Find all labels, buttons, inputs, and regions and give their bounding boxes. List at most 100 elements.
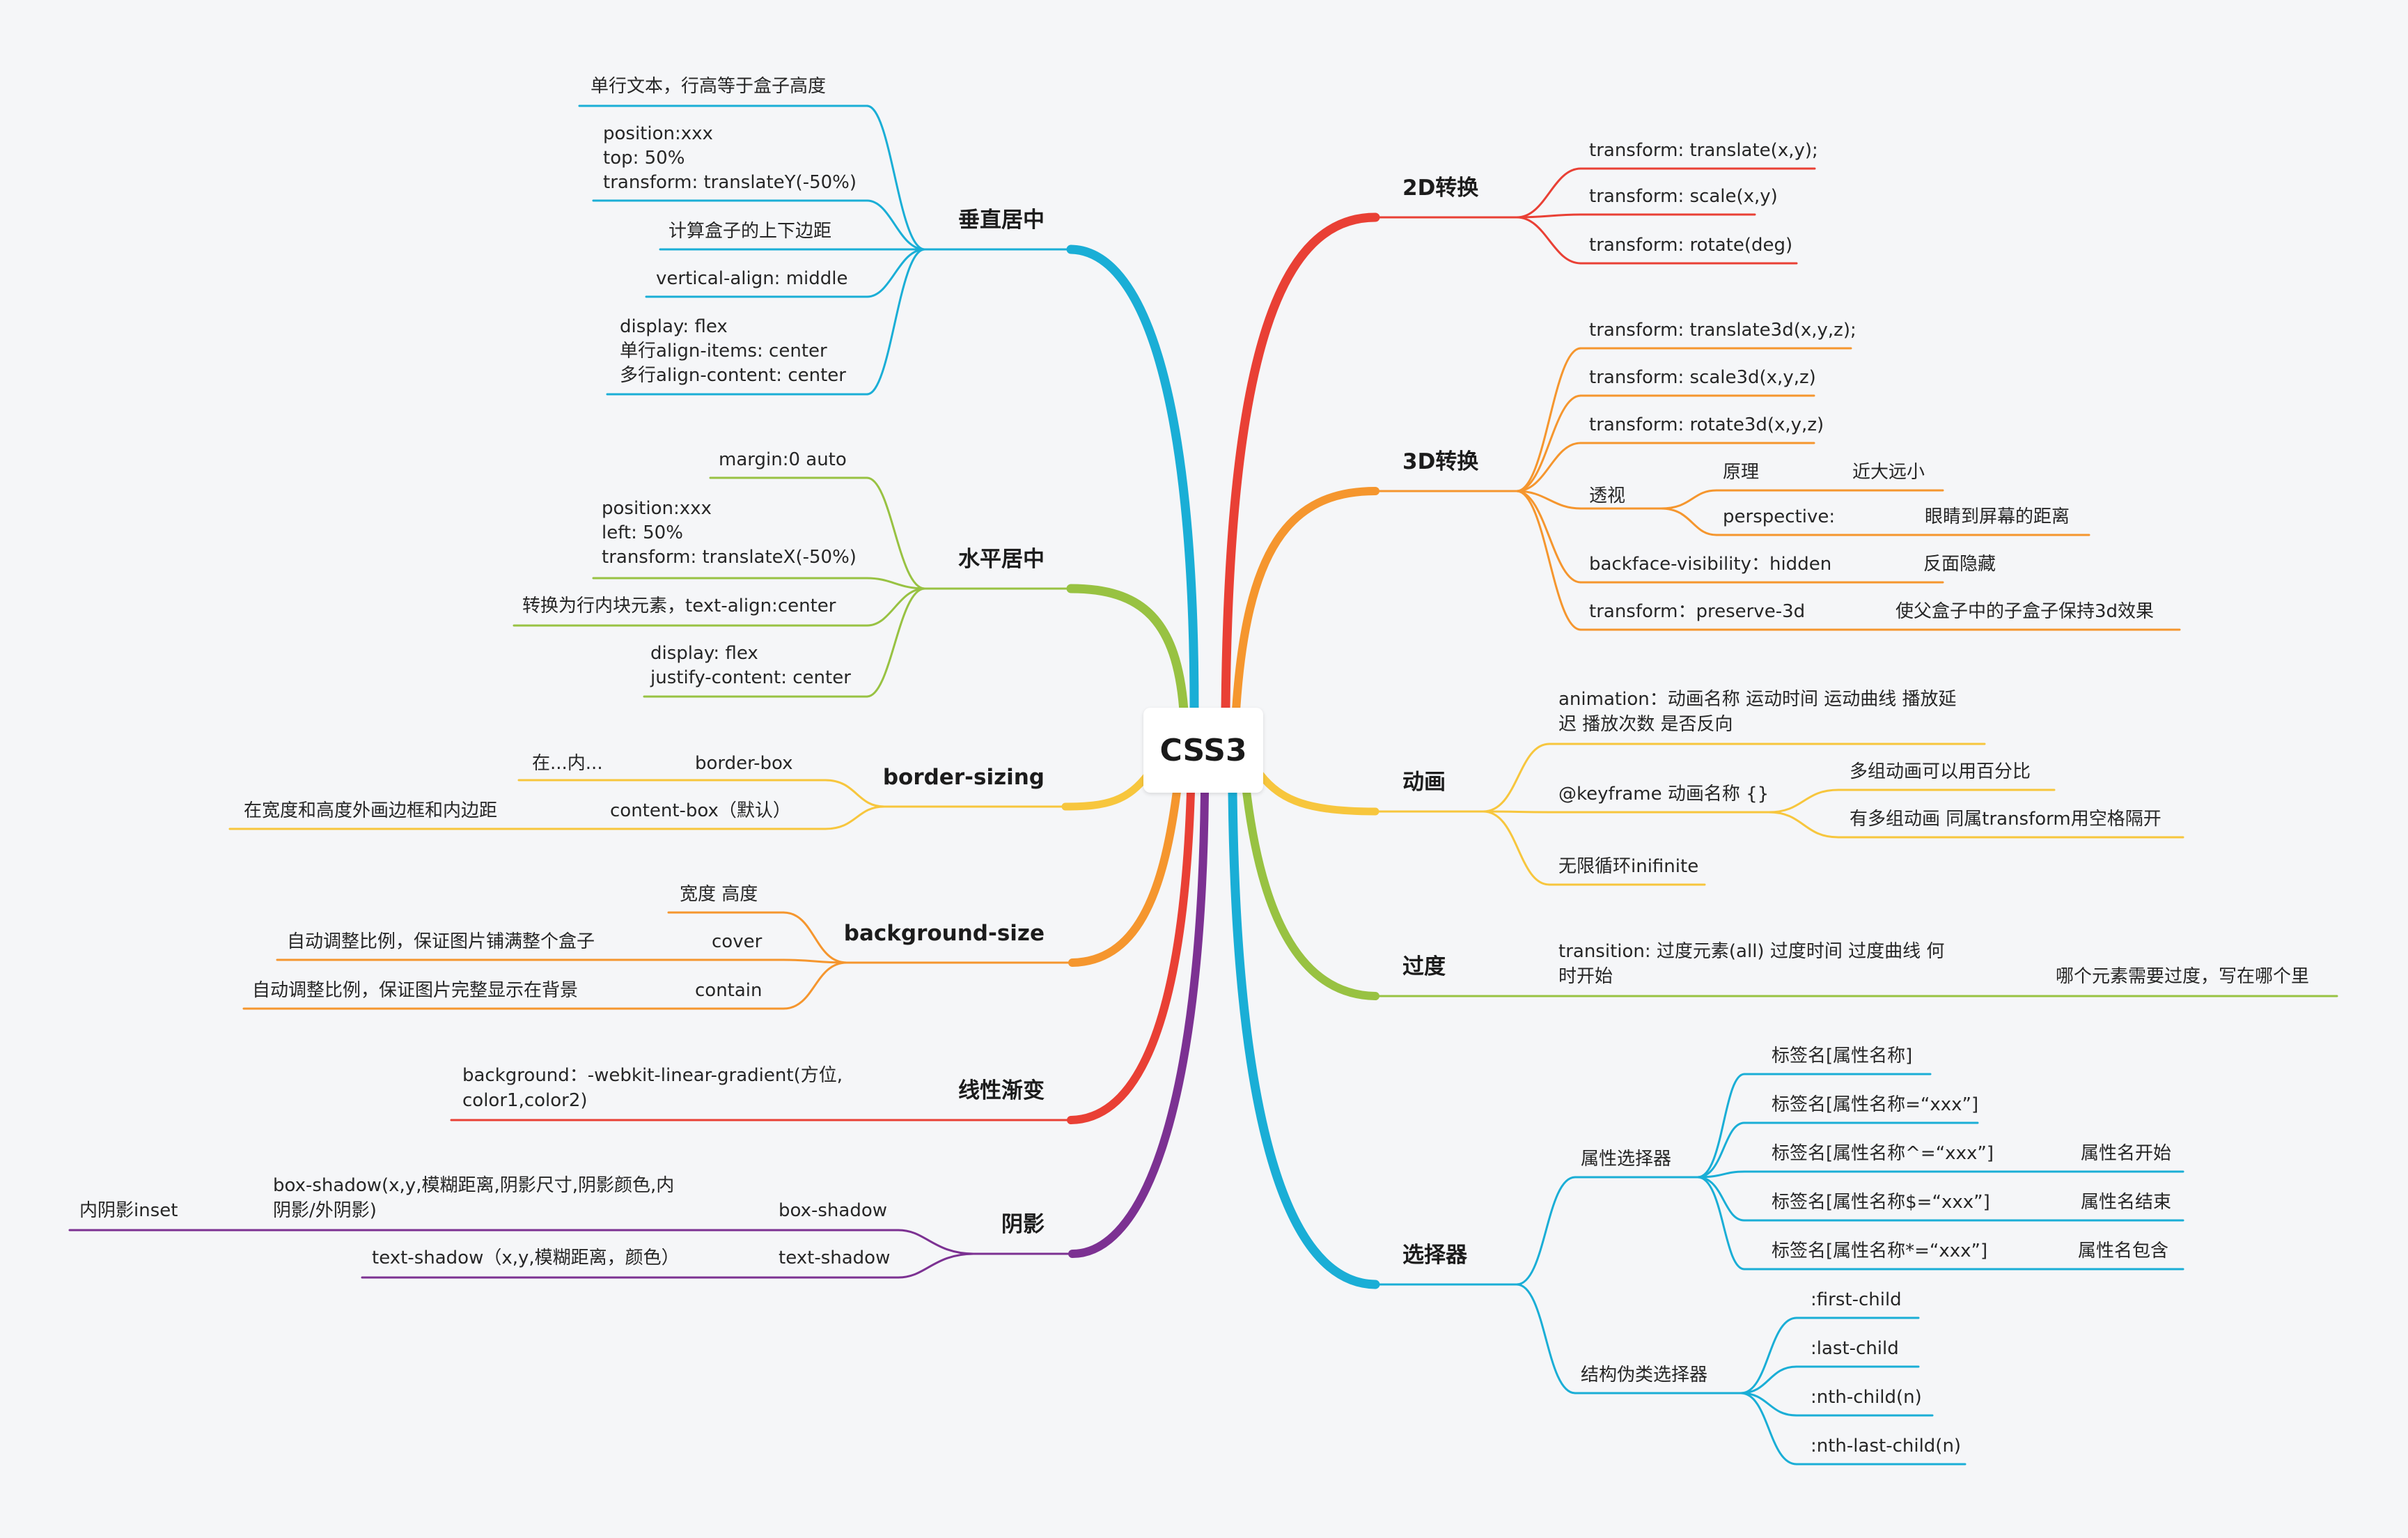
leaf-preserve-3d: transform：preserve-3d xyxy=(1589,601,1805,622)
leaf-attr-2: 标签名[属性名称=“xxx”] xyxy=(1772,1094,1978,1115)
leaf-gradient-line2: color1,color2) xyxy=(462,1090,588,1111)
branch-shadow xyxy=(1068,787,1209,1258)
leaf-attr-selector: 属性选择器 xyxy=(1581,1149,1671,1170)
leaf-struct-selector: 结构伪类选择器 xyxy=(1581,1365,1707,1385)
leaf-margin-calc: 计算盒子的上下边距 xyxy=(669,221,831,242)
leaf-attr-5: 标签名[属性名称*=“xxx”] xyxy=(1772,1241,1987,1261)
shadow-connectors xyxy=(68,1229,976,1279)
bsizing-leaves: border-box 在...内... content-box（默认） 在宽度和… xyxy=(244,753,793,821)
leaf-backface-value: 反面隐藏 xyxy=(1923,554,1996,575)
anim-leaves: animation：动画名称 运动时间 运动曲线 播放延 迟 播放次数 是否反向… xyxy=(1558,689,2161,877)
leaf-preserve-3d-value: 使父盒子中的子盒子保持3d效果 xyxy=(1895,601,2154,622)
leaf-inline-block: 转换为行内块元素，text-align:center xyxy=(522,596,836,616)
vcenter-leaves: 单行文本，行高等于盒子高度 position:xxx top: 50% tran… xyxy=(591,76,857,386)
leaf-content-box: content-box（默认） xyxy=(610,800,791,821)
t2d-leaves: transform: translate(x,y); transform: sc… xyxy=(1589,140,1818,256)
t3d-connectors xyxy=(1515,347,2181,631)
leaf-rotate3d: transform: rotate3d(x,y,z) xyxy=(1589,414,1824,435)
branch-bsizing xyxy=(1061,769,1153,811)
topic-transition: 过度 xyxy=(1402,954,1446,979)
leaf-text-shadow: text-shadow xyxy=(779,1248,890,1268)
leaf-translate: transform: translate(x,y); xyxy=(1589,140,1818,161)
leaf-attr-5-desc: 属性名包含 xyxy=(2078,1241,2168,1261)
leaf-attr-3-desc: 属性名开始 xyxy=(2081,1143,2171,1164)
leaf-single-line: 单行文本，行高等于盒子高度 xyxy=(591,76,826,97)
branch-trans xyxy=(1242,787,1379,1000)
leaf-scale3d: transform: scale3d(x,y,z) xyxy=(1589,367,1816,388)
leaf-animation-line2: 迟 播放次数 是否反向 xyxy=(1558,714,1733,735)
branch-2d xyxy=(1221,212,1380,715)
topic-labels: 垂直居中 水平居中 border-sizing background-size … xyxy=(844,176,1479,1268)
leaf-last-child: :last-child xyxy=(1811,1338,1899,1359)
bsizing-connectors xyxy=(228,779,886,830)
central-topic: CSS3 xyxy=(1143,708,1263,793)
branch-hcenter xyxy=(1066,584,1189,715)
topic-border-sizing: border-sizing xyxy=(883,765,1045,790)
lgrad-leaves: background：-webkit-linear-gradient(方位, c… xyxy=(462,1065,843,1111)
bgsize-connectors xyxy=(242,911,848,1010)
topic-underlines xyxy=(845,216,1518,1286)
branch-sel xyxy=(1228,786,1380,1289)
vcenter-connectors xyxy=(578,104,926,396)
leaf-principle-value: 近大远小 xyxy=(1852,462,1925,483)
leaf-inner-shadow: 内阴影inset xyxy=(79,1200,178,1221)
central-topic-label: CSS3 xyxy=(1159,732,1247,768)
branch-3d xyxy=(1232,487,1379,715)
leaf-text-shadow-desc: text-shadow（x,y,模糊距离，颜色） xyxy=(372,1248,680,1268)
leaf-box-shadow: box-shadow xyxy=(779,1200,887,1221)
leaf-position: position:xxx xyxy=(603,123,713,144)
sel-connectors xyxy=(1515,1073,2184,1466)
leaf-cover-desc: 自动调整比例，保证图片铺满整个盒子 xyxy=(287,931,595,952)
leaf-display-flex: display: flex xyxy=(650,643,758,664)
t2d-connectors xyxy=(1515,167,1816,265)
topic-animation: 动画 xyxy=(1402,770,1446,795)
leaf-align-items: 单行align-items: center xyxy=(620,341,827,362)
leaf-keyframe: @keyframe 动画名称 {} xyxy=(1558,784,1769,805)
topic-shadow: 阴影 xyxy=(1001,1212,1045,1237)
leaf-box-shadow-desc-2: 阴影/外阴影) xyxy=(273,1200,377,1221)
t3d-leaves: transform: translate3d(x,y,z); transform… xyxy=(1589,320,2154,622)
leaf-vertical-align: vertical-align: middle xyxy=(656,268,848,289)
topic-horizontal-center: 水平居中 xyxy=(958,547,1045,572)
branch-anim xyxy=(1256,770,1379,816)
hcenter-leaves: margin:0 auto position:xxx left: 50% tra… xyxy=(522,449,857,688)
leaf-nth-child: :nth-child(n) xyxy=(1811,1387,1922,1408)
leaf-position: position:xxx xyxy=(602,498,712,519)
leaf-perspective: perspective: xyxy=(1723,506,1835,527)
topic-background-size: background-size xyxy=(844,921,1045,946)
leaf-attr-1: 标签名[属性名称] xyxy=(1772,1046,1912,1066)
main-branches xyxy=(1061,212,1380,1289)
leaf-transition-line2: 时开始 xyxy=(1558,966,1613,987)
leaf-align-content: 多行align-content: center xyxy=(620,365,846,386)
leaf-perspective-value: 眼睛到屏幕的距离 xyxy=(1925,506,2070,527)
leaf-first-child: :first-child xyxy=(1811,1289,1902,1310)
leaf-contain: contain xyxy=(695,980,763,1001)
topic-3d-transform: 3D转换 xyxy=(1402,449,1478,474)
leaf-contain-desc: 自动调整比例，保证图片完整显示在背景 xyxy=(252,980,578,1001)
leaf-keyframe-percent: 多组动画可以用百分比 xyxy=(1850,761,2031,782)
leaf-attr-4-desc: 属性名结束 xyxy=(2081,1192,2171,1213)
leaf-rotate: transform: rotate(deg) xyxy=(1589,235,1792,256)
leaf-gradient-line1: background：-webkit-linear-gradient(方位, xyxy=(462,1065,843,1086)
leaf-width-height: 宽度 高度 xyxy=(680,884,758,905)
leaf-scale: transform: scale(x,y) xyxy=(1589,186,1778,207)
leaf-border-box: border-box xyxy=(695,753,793,774)
leaf-perspective-group: 透视 xyxy=(1589,486,1625,506)
leaf-principle: 原理 xyxy=(1723,462,1759,483)
leaf-translate-x: transform: translateX(-50%) xyxy=(602,547,857,568)
leaf-transition-note: 哪个元素需要过度，写在哪个里 xyxy=(2056,966,2309,987)
leaf-translate3d: transform: translate3d(x,y,z); xyxy=(1589,320,1856,341)
trans-leaves: transition: 过度元素(all) 过度时间 过度曲线 何 时开始 哪个… xyxy=(1558,941,2309,987)
leaf-translate-y: transform: translateY(-50%) xyxy=(603,172,857,193)
leaf-cover: cover xyxy=(712,931,763,952)
leaf-display-flex: display: flex xyxy=(620,316,728,337)
leaf-backface: backface-visibility：hidden xyxy=(1589,554,1831,575)
leaf-margin-auto: margin:0 auto xyxy=(719,449,847,470)
leaf-border-box-desc: 在...内... xyxy=(532,753,603,774)
anim-connectors xyxy=(1482,743,2184,886)
leaf-keyframe-multi: 有多组动画 同属transform用空格隔开 xyxy=(1850,809,2161,830)
branch-bgsize xyxy=(1068,787,1181,967)
branch-lgrad xyxy=(1067,787,1195,1124)
topic-linear-gradient: 线性渐变 xyxy=(958,1078,1045,1103)
